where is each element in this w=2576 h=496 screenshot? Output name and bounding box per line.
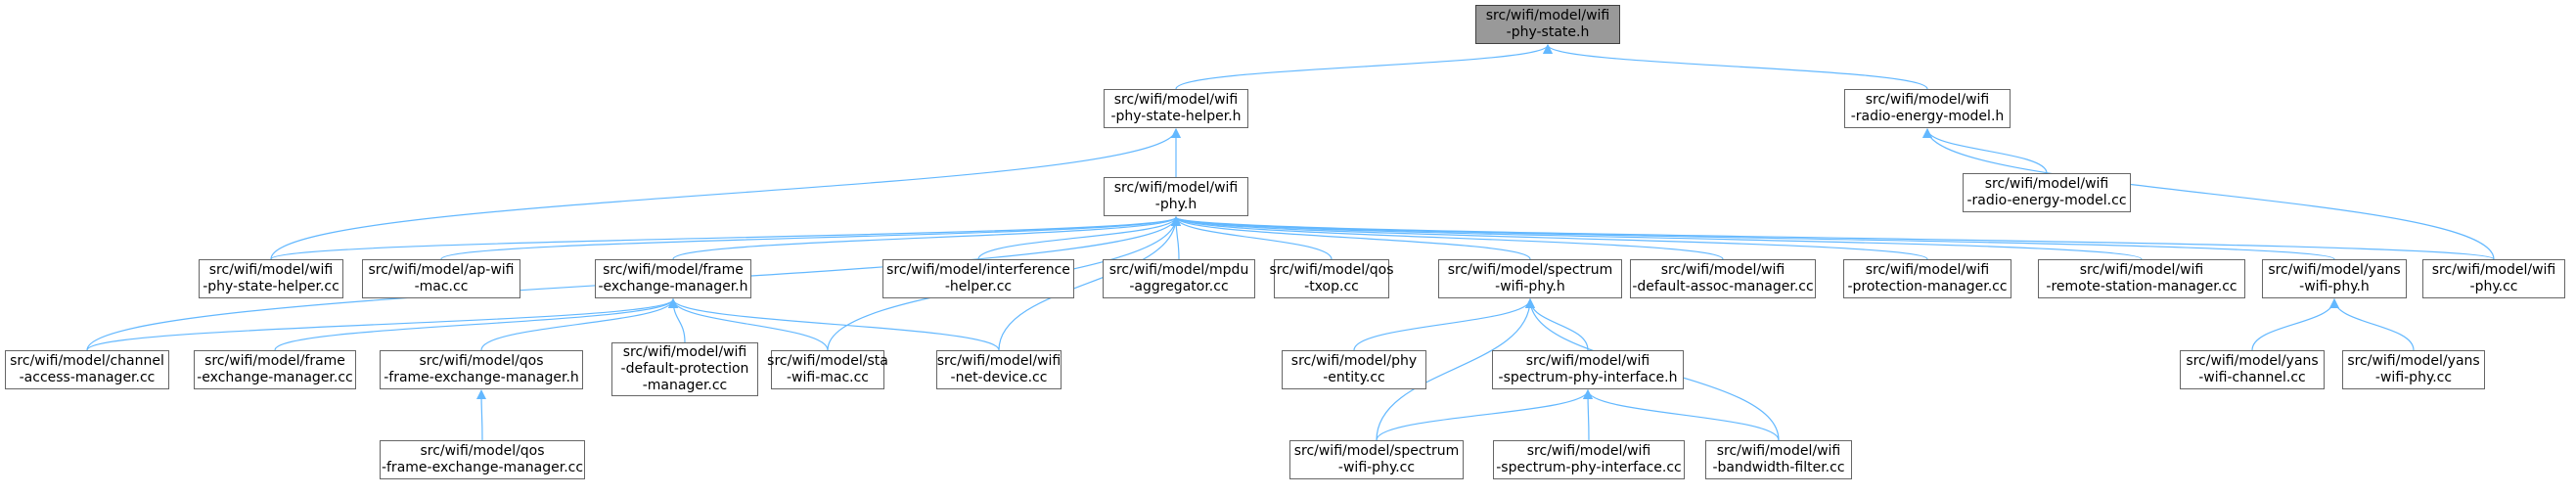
edge-netdev_cc-to-phy_h [998,216,1181,351]
edge-spi_cc-to-spi_h [1583,389,1594,441]
edge-bwf_cc-to-spi_h [1583,389,1780,441]
node-netdev-cc[interactable]: src/wifi/model/wifi -net-device.cc [936,350,1062,389]
edge-mpdu_cc-to-phy_h [1171,216,1182,260]
node-pm-cc[interactable]: src/wifi/model/wifi -protection-manager.… [1843,259,2011,298]
node-fem-cc[interactable]: src/wifi/model/frame -exchange-manager.c… [194,350,356,389]
node-phy-cc[interactable]: src/wifi/model/wifi -phy.cc [2422,259,2565,298]
edge-qfem_cc-to-qfem_h [476,389,487,441]
node-ihelper-cc[interactable]: src/wifi/model/interference -helper.cc [882,259,1074,298]
edge-dam_cc-to-phy_h [1171,216,1724,260]
edge-netdev_cc-to-fem_h [668,298,1000,351]
edge-txop_cc-to-phy_h [1171,216,1333,260]
edge-stamac_cc-to-fem_h [668,298,829,351]
node-phy-h[interactable]: src/wifi/model/wifi -phy.h [1104,177,1248,216]
node-apmac-cc[interactable]: src/wifi/model/ap-wifi -mac.cc [362,259,520,298]
edge-spi_h-to-swp_h [1525,298,1589,351]
node-dam-cc[interactable]: src/wifi/model/wifi -default-assoc-manag… [1630,259,1816,298]
node-mpdu-cc[interactable]: src/wifi/model/mpdu -aggregator.cc [1103,259,1255,298]
node-dpm-cc[interactable]: src/wifi/model/wifi -default-protection … [611,342,758,396]
node-ywc-cc[interactable]: src/wifi/model/yans -wifi-channel.cc [2180,350,2325,389]
node-spi-h[interactable]: src/wifi/model/wifi -spectrum-phy-interf… [1492,350,1684,389]
edge-psh_h-to-root [1175,44,1553,90]
node-rsm-cc[interactable]: src/wifi/model/wifi -remote-station-mana… [2038,259,2245,298]
edge-ywc_cc-to-ywp_h [2251,298,2339,351]
node-phyent-cc[interactable]: src/wifi/model/phy -entity.cc [1282,350,1426,389]
edge-qfem_h-to-fem_h [480,298,678,351]
node-ywp-cc[interactable]: src/wifi/model/yans -wifi-phy.cc [2342,350,2485,389]
node-swp-cc[interactable]: src/wifi/model/spectrum -wifi-phy.cc [1289,440,1464,479]
edge-phyent_cc-to-swp_h [1353,298,1535,351]
edge-fem_h-to-phy_h [672,216,1181,260]
edge-cam_cc-to-fem_h [86,298,678,351]
node-qfem-cc[interactable]: src/wifi/model/qos -frame-exchange-manag… [380,440,585,479]
edge-phy_cc-to-phy_h [1171,216,2495,260]
node-swp-h[interactable]: src/wifi/model/spectrum -wifi-phy.h [1438,259,1622,298]
edge-psh_cc-to-phy_h [270,216,1181,260]
node-spi-cc[interactable]: src/wifi/model/wifi -spectrum-phy-interf… [1493,440,1685,479]
edge-psh_cc-to-psh_h [270,128,1181,260]
edge-rem_h-to-root [1543,44,1928,90]
edge-swp_h-to-phy_h [1171,216,1531,260]
edge-ywp_cc-to-ywp_h [2329,298,2415,351]
node-qfem-h[interactable]: src/wifi/model/qos -frame-exchange-manag… [380,350,583,389]
edge-fem_cc-to-fem_h [274,298,678,351]
edge-rem_cc-to-rem_h [1922,128,2048,174]
edge-apmac_cc-to-phy_h [440,216,1181,260]
node-psh-h[interactable]: src/wifi/model/wifi -phy-state-helper.h [1104,89,1248,128]
node-rem-cc[interactable]: src/wifi/model/wifi -radio-energy-model.… [1963,173,2131,212]
node-root: src/wifi/model/wifi -phy-state.h [1475,5,1620,44]
edge-phy_cc-to-rem_h [1922,128,2495,260]
node-psh-cc[interactable]: src/wifi/model/wifi -phy-state-helper.cc [199,259,343,298]
edge-swp_cc-to-swp_h [1376,298,1535,441]
node-bwf-cc[interactable]: src/wifi/model/wifi -bandwidth-filter.cc [1705,440,1852,479]
edge-ihelper_cc-to-phy_h [977,216,1181,260]
node-ywp-h[interactable]: src/wifi/model/yans -wifi-phy.h [2262,259,2407,298]
edge-dpm_cc-to-fem_h [668,298,686,343]
node-fem-h[interactable]: src/wifi/model/frame -exchange-manager.h [595,259,751,298]
edge-swp_cc-to-spi_h [1376,389,1593,441]
edge-pm_cc-to-phy_h [1171,216,1928,260]
edge-rsm_cc-to-phy_h [1171,216,2143,260]
node-txop-cc[interactable]: src/wifi/model/qos -txop.cc [1269,259,1394,298]
node-cam-cc[interactable]: src/wifi/model/channel -access-manager.c… [5,350,169,389]
node-rem-h[interactable]: src/wifi/model/wifi -radio-energy-model.… [1844,89,2011,128]
node-stamac-cc[interactable]: src/wifi/model/sta -wifi-mac.cc [767,350,888,389]
